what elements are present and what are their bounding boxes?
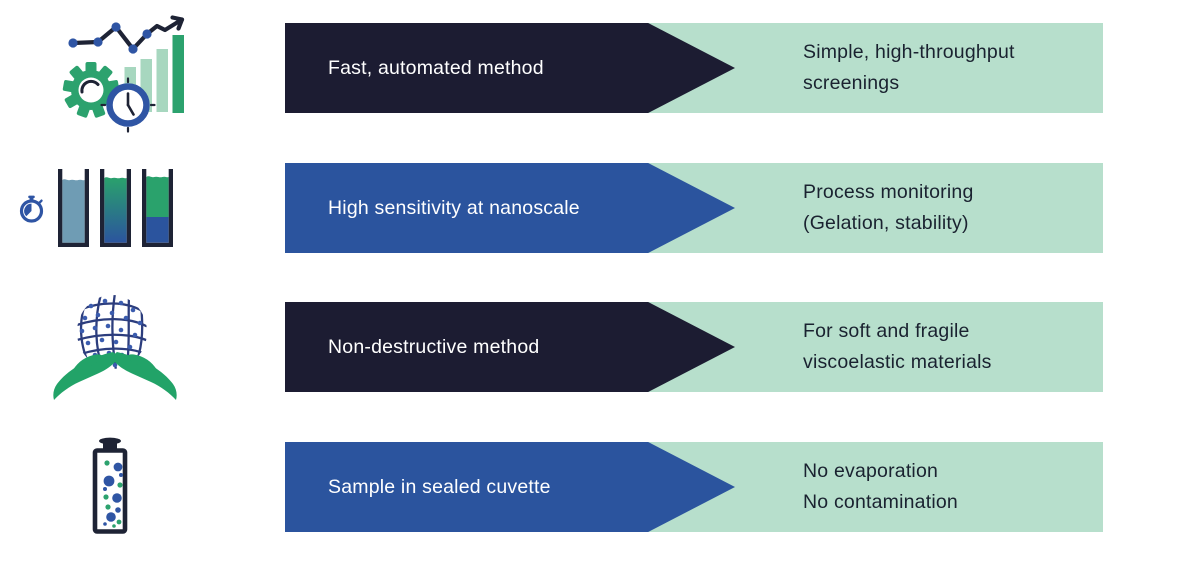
automation-chart-svg [62, 15, 185, 133]
result-line: Simple, high-throughput [803, 41, 1015, 63]
feature-banner-label: High sensitivity at nanoscale [328, 196, 580, 219]
clock-icon [100, 77, 156, 133]
stopwatch-samples-svg [19, 169, 173, 247]
feature-banner-3: Non-destructive method [285, 302, 735, 392]
feature-banner-1: Fast, automated method [285, 23, 735, 113]
result-band-2: Process monitoring (Gelation, stability) [640, 163, 1103, 253]
feature-banner-label: Sample in sealed cuvette [328, 475, 551, 498]
result-line: No evaporation [803, 460, 939, 482]
stopwatch-samples-icon [14, 165, 214, 262]
hands-network-svg [53, 295, 177, 400]
trend-line [70, 15, 185, 52]
sample-tube-2 [100, 169, 131, 247]
sample-tube-3 [142, 169, 173, 247]
result-line: For soft and fragile [803, 320, 970, 342]
feature-banner-label: Non-destructive method [328, 335, 540, 358]
stopwatch-icon [19, 195, 44, 223]
gear-icon [62, 62, 120, 118]
sample-tube-1 [58, 169, 89, 247]
sealed-cuvette-svg [92, 437, 128, 534]
cuvette-particles [103, 460, 123, 528]
cuvette-cap [99, 437, 121, 451]
automation-chart-icon [55, 12, 190, 142]
hand-right [113, 352, 177, 400]
result-line: (Gelation, stability) [803, 212, 969, 234]
result-line: Process monitoring [803, 181, 974, 203]
result-line: viscoelastic materials [803, 351, 992, 373]
hands-network-icon [45, 292, 185, 409]
sealed-cuvette-icon [88, 436, 132, 541]
feature-banner-4: Sample in sealed cuvette [285, 442, 735, 532]
feature-banner-2: High sensitivity at nanoscale [285, 163, 735, 253]
result-band-3: For soft and fragile viscoelastic materi… [640, 302, 1103, 392]
feature-banner-label: Fast, automated method [328, 56, 544, 79]
result-line: screenings [803, 72, 900, 94]
result-line: No contamination [803, 491, 958, 513]
trend-line-dots [68, 22, 152, 54]
hand-left [53, 352, 117, 400]
